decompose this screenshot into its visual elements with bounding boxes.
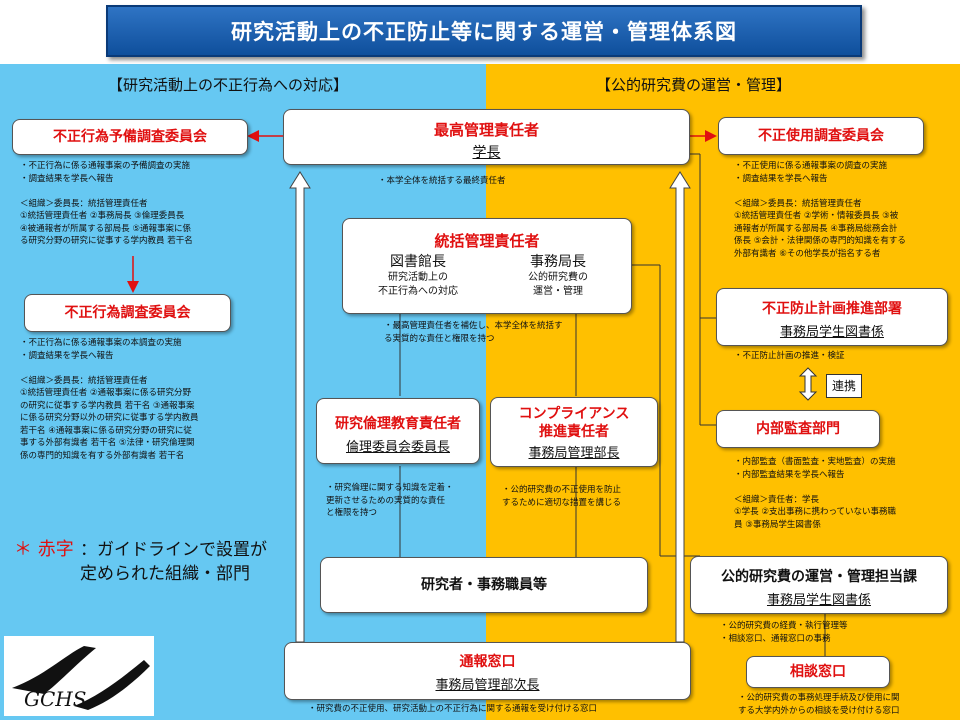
tanto-sub: 事務局学生図書係 — [766, 593, 871, 608]
note-sodan: ・公的研究費の事務処理手続及び使用に関 する大学内外からの相談を受け付ける窓口 — [738, 693, 900, 716]
kenkyusha-title: 研究者・事務職員等 — [421, 577, 547, 593]
note-fusei-shiyo: ・不正使用に係る通報事案の調査の実施 ・調査結果を学長へ報告 ＜組織＞委員長：統… — [734, 161, 906, 259]
up-arrow-left — [289, 171, 311, 643]
legend-line1: ：ガイドラインで設置が — [80, 540, 267, 560]
tokatsu-left-head: 図書館長 — [390, 254, 446, 270]
section-label-right: 【公的研究費の運営・管理】 — [596, 76, 792, 94]
comp-sub: 事務局管理部長 — [528, 446, 620, 461]
comp-title: コンプライアンス 推進責任者 — [518, 406, 630, 440]
tokatsu-title: 統括管理責任者 — [434, 232, 540, 250]
box-tsuho: 通報窓口 事務局管理部次長 — [284, 642, 691, 700]
box-chosa: 不正行為調査委員会 — [24, 294, 231, 332]
note-rinri: ・研究倫理に関する知識を定着・ 更新させるための実質的な責任 と権限を持つ — [326, 483, 454, 518]
note-tsuho: ・研究費の不正使用、研究活動上の不正行為に関する通報を受け付ける窓口 — [308, 704, 598, 714]
fusei-shiyo-title: 不正使用調査委員会 — [758, 128, 884, 144]
note-comp: ・公的研究費の不正使用を防止 するために適切な措置を講じる — [502, 485, 622, 508]
up-arrow-right — [669, 171, 691, 643]
saiko-sub: 学長 — [472, 145, 501, 161]
note-yobi: ・不正行為に係る通報事案の予備調査の実施 ・調査結果を学長へ報告 ＜組織＞委員長… — [20, 161, 193, 246]
page-title: 研究活動上の不正防止等に関する運営・管理体系図 — [231, 20, 737, 44]
renkei-label: 連携 — [826, 374, 862, 398]
box-boshi: 不正防止計画推進部署 事務局学生図書係 — [716, 288, 948, 346]
box-fusei-shiyo: 不正使用調査委員会 — [718, 117, 924, 155]
rinri-title: 研究倫理教育責任者 — [335, 416, 461, 432]
note-tokatsu: ・最高管理責任者を補佐し、本学全体を統括す る実質的な責任と権限を持つ — [384, 321, 563, 344]
note-tanto: ・公的研究費の経費・執行管理等 ・相談窓口、通報窓口の事務 — [720, 621, 848, 644]
tokatsu-right-sub: 公的研究費の 運営・管理 — [528, 272, 588, 297]
note-chosa: ・不正行為に係る通報事案の本調査の実施 ・調査結果を学長へ報告 ＜組織＞委員長：… — [20, 338, 199, 461]
box-comp: コンプライアンス 推進責任者 事務局管理部長 — [490, 397, 658, 467]
box-saiko: 最高管理責任者 学長 — [283, 109, 690, 165]
legend-line2: 定められた組織・部門 — [80, 564, 250, 584]
page-title-bar: 研究活動上の不正防止等に関する運営・管理体系図 — [106, 5, 862, 57]
section-label-left: 【研究活動上の不正行為への対応】 — [108, 76, 349, 94]
sodan-title: 相談窓口 — [790, 664, 846, 680]
note-saiko: ・本学全体を統括する最終責任者 — [378, 176, 506, 186]
box-tanto: 公的研究費の運営・管理担当課 事務局学生図書係 — [690, 556, 948, 614]
rinri-sub: 倫理委員会委員長 — [345, 440, 450, 455]
box-tokatsu: 統括管理責任者 図書館長 研究活動上の 不正行為への対応 事務局長 公的研究費の… — [342, 218, 632, 314]
gchs-logo: GCHS — [4, 636, 154, 716]
tsuho-title: 通報窓口 — [459, 654, 516, 670]
tokatsu-right-head: 事務局長 — [530, 254, 586, 270]
box-sodan: 相談窓口 — [746, 656, 890, 688]
boshi-title: 不正防止計画推進部署 — [762, 301, 902, 317]
box-yobi: 不正行為予備調査委員会 — [12, 119, 248, 155]
legend-star: ＊ 赤字 — [14, 539, 74, 560]
saiko-title: 最高管理責任者 — [433, 121, 539, 139]
boshi-sub: 事務局学生図書係 — [779, 325, 884, 340]
logo-text: GCHS — [24, 687, 86, 711]
note-boshi: ・不正防止計画の推進・検証 — [734, 351, 845, 361]
note-kansa: ・内部監査（書面監査・実地監査）の実施 ・内部監査結果を学長へ報告 ＜組織＞責任… — [734, 457, 897, 530]
box-kenkyusha: 研究者・事務職員等 — [320, 557, 648, 613]
chosa-title: 不正行為調査委員会 — [64, 305, 191, 321]
tanto-title: 公的研究費の運営・管理担当課 — [721, 569, 917, 585]
yobi-title: 不正行為予備調査委員会 — [53, 129, 207, 145]
gchs-logo-mark: GCHS — [12, 646, 150, 711]
kansa-title: 内部監査部門 — [756, 421, 840, 437]
renkei-double-arrow — [798, 367, 818, 401]
box-rinri: 研究倫理教育責任者 倫理委員会委員長 — [316, 398, 480, 464]
tsuho-sub: 事務局管理部次長 — [435, 678, 540, 693]
tokatsu-left-sub: 研究活動上の 不正行為への対応 — [378, 272, 458, 297]
box-kansa: 内部監査部門 — [716, 410, 880, 448]
